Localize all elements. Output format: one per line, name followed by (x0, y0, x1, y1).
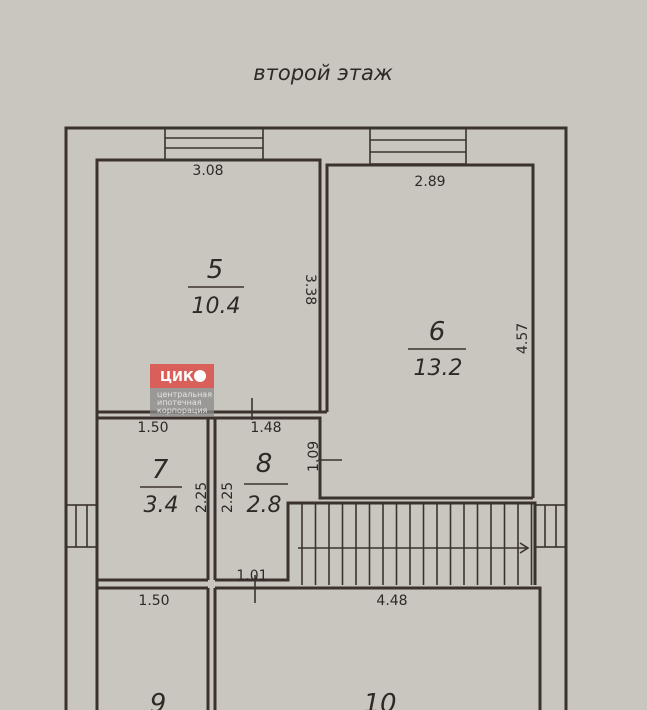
svg-text:ЦИК: ЦИК (160, 370, 194, 385)
staircase (301, 503, 533, 585)
interior-walls (97, 398, 542, 710)
floor-title: второй этаж (253, 61, 393, 85)
room-6-area: 13.2 (414, 356, 463, 381)
room-8-number: 8 (256, 449, 273, 479)
window-left (65, 504, 98, 548)
svg-text:ипотечная: ипотечная (157, 398, 202, 407)
dim-room9-width: 1.50 (138, 593, 169, 609)
stair-arrow-head (519, 542, 530, 554)
window-top-right (369, 127, 467, 165)
watermark-logo: ЦИК центральная ипотечная корпорация (150, 364, 214, 416)
room-5-area: 10.4 (192, 294, 241, 319)
window-top-left (164, 127, 264, 161)
room-6-number: 6 (429, 317, 446, 347)
dim-room8-depth: 2.25 (220, 482, 236, 513)
room-10-number: 10 (363, 689, 396, 710)
dim-room5-width: 3.08 (192, 163, 223, 179)
room-5-number: 5 (207, 255, 224, 285)
room-8-area: 2.8 (247, 493, 282, 518)
svg-text:корпорация: корпорация (157, 406, 208, 415)
dim-corridor: 1.01 (236, 568, 267, 584)
dim-room5-depth: 3.38 (302, 274, 318, 305)
dim-room6-width: 2.89 (414, 174, 445, 190)
dim-room6-depth: 4.57 (515, 323, 531, 354)
svg-text:центральная: центральная (157, 390, 212, 399)
room-7-area: 3.4 (144, 493, 179, 518)
dim-room8-door: 1.09 (306, 441, 322, 472)
dim-room7-width: 1.50 (137, 420, 168, 436)
dim-room7-depth: 2.25 (194, 482, 210, 513)
dim-room8-width: 1.48 (250, 420, 281, 436)
watermark-house-icon (194, 370, 206, 382)
room-9-number: 9 (150, 689, 167, 710)
room-7-number: 7 (152, 455, 169, 485)
dim-room10-width: 4.48 (376, 593, 407, 609)
